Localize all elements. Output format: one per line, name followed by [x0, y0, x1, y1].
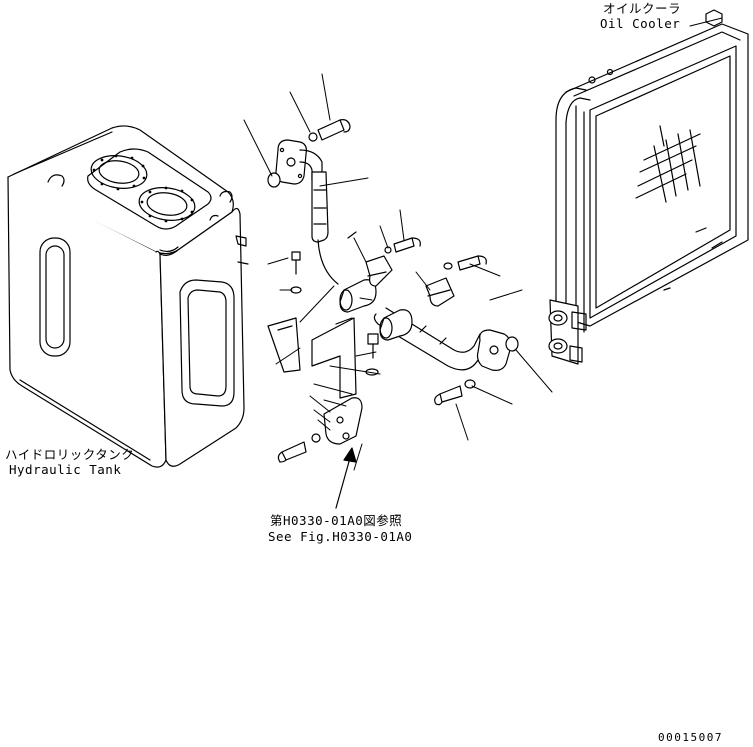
hoses-and-pipes — [276, 140, 510, 370]
drawing-code: 00015007 — [658, 731, 723, 744]
small-parts — [268, 120, 518, 462]
oil-cooler — [549, 10, 748, 364]
leader-lines — [244, 18, 722, 470]
hydraulic-tank — [8, 126, 248, 467]
oil-cooler-label-jp: オイルクーラ — [603, 1, 682, 16]
figure-reference-jp: 第H0330-01A0図参照 — [270, 513, 403, 528]
hydraulic-tank-label-jp: ハイドロリックタンク — [5, 447, 135, 462]
reference-arrow — [336, 448, 356, 508]
hydraulic-tank-label: Hydraulic Tank — [9, 462, 122, 477]
oil-cooler-label: Oil Cooler — [600, 16, 681, 31]
figure-reference: See Fig.H0330-01A0 — [268, 529, 413, 544]
